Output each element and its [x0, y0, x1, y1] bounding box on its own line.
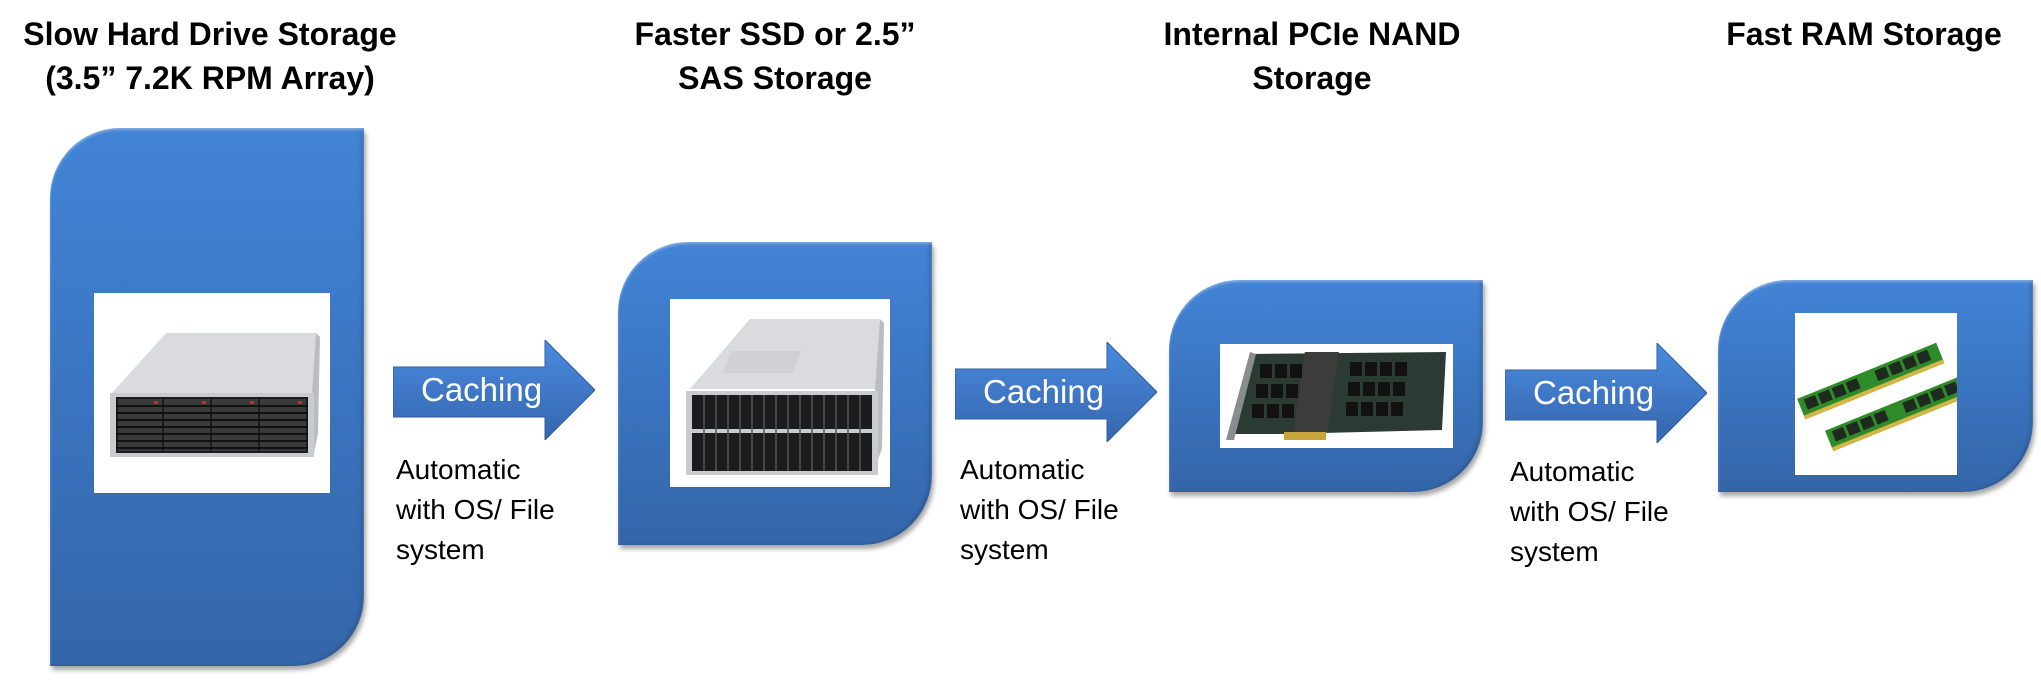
stage-1-title: Slow Hard Drive Storage (3.5” 7.2K RPM A… — [10, 12, 410, 100]
caching-arrow-2: Caching — [954, 340, 1158, 444]
stage-2-title-line1: Faster SSD or 2.5” — [634, 16, 916, 52]
caching-label-2: Caching — [983, 373, 1105, 410]
stage-2-title-line2: SAS Storage — [678, 60, 872, 96]
arrow-right-icon — [392, 338, 596, 442]
note-line: with OS/ File — [960, 494, 1119, 525]
stage-3-title-line1: Internal PCIe NAND — [1163, 16, 1461, 52]
ram-modules-icon — [1795, 313, 1957, 475]
caching-arrow-3: Caching — [1504, 341, 1708, 445]
note-line: with OS/ File — [1510, 496, 1669, 527]
stage-4-title: Fast RAM Storage — [1664, 12, 2041, 56]
caching-label-3: Caching — [1533, 374, 1655, 411]
stage-1-box — [50, 128, 364, 666]
stage-4-title-line1: Fast RAM Storage — [1726, 16, 2002, 52]
caching-label-1: Caching — [421, 371, 543, 408]
caching-note-1: Automatic with OS/ File system — [396, 450, 555, 570]
stage-1-title-line1: Slow Hard Drive Storage — [23, 16, 397, 52]
pcie-nand-card-icon — [1220, 344, 1453, 448]
stage-2-box — [618, 242, 932, 545]
caching-note-3: Automatic with OS/ File system — [1510, 452, 1669, 572]
arrow-right-icon — [954, 340, 1158, 444]
note-line: Automatic — [960, 454, 1085, 485]
stage-3-title: Internal PCIe NAND Storage — [1112, 12, 1512, 100]
stage-4-box — [1718, 280, 2033, 492]
arrow-right-icon — [1504, 341, 1708, 445]
ssd-sas-server-icon — [670, 299, 890, 487]
note-line: with OS/ File — [396, 494, 555, 525]
caching-arrow-1: Caching — [392, 338, 596, 442]
note-line: system — [396, 534, 485, 565]
stage-3-title-line2: Storage — [1252, 60, 1372, 96]
note-line: system — [1510, 536, 1599, 567]
note-line: Automatic — [1510, 456, 1635, 487]
note-line: Automatic — [396, 454, 521, 485]
hard-drive-array-server-icon — [94, 293, 330, 493]
caching-note-2: Automatic with OS/ File system — [960, 450, 1119, 570]
stage-1-title-line2: (3.5” 7.2K RPM Array) — [45, 60, 375, 96]
note-line: system — [960, 534, 1049, 565]
stage-2-title: Faster SSD or 2.5” SAS Storage — [575, 12, 975, 100]
stage-3-box — [1169, 280, 1483, 492]
